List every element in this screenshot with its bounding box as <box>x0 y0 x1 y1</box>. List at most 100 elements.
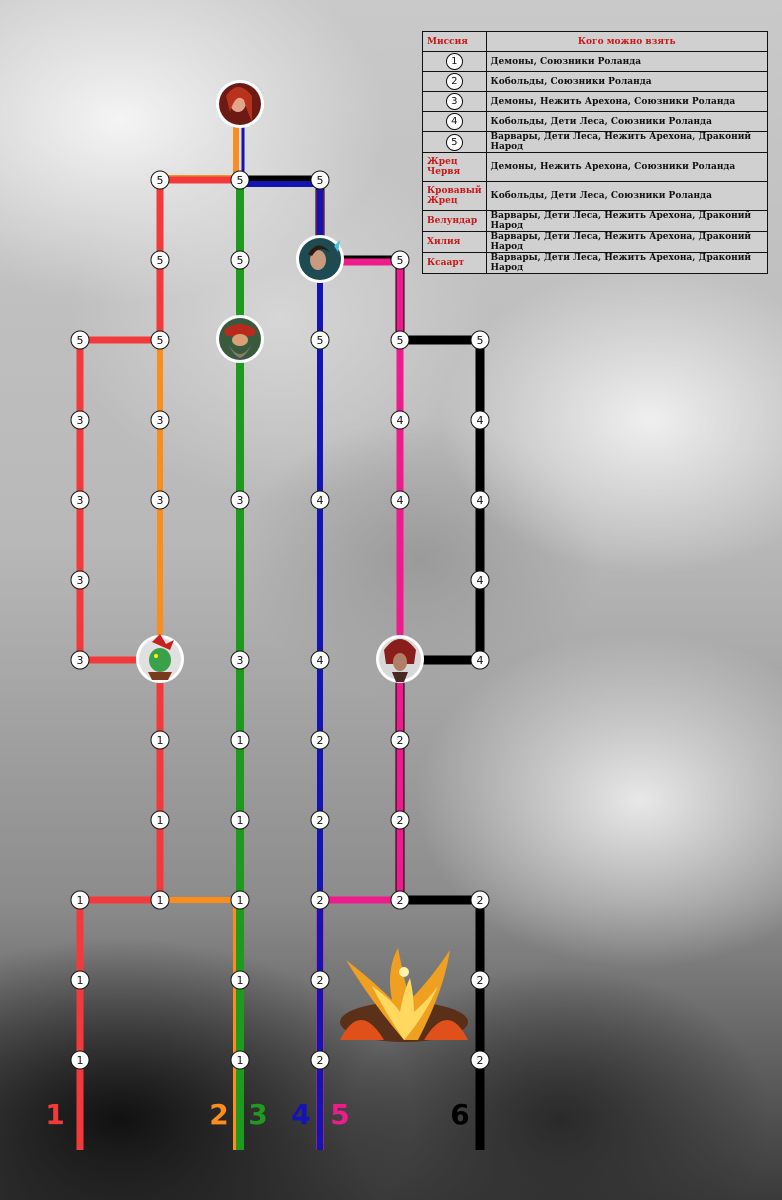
mission-node[interactable]: 1 <box>71 1051 89 1069</box>
route-4-label: 4 <box>291 1098 310 1131</box>
table-row: Велундар Варвары, Дети Леса, Нежить Арех… <box>423 211 768 232</box>
mission-node[interactable]: 3 <box>71 491 89 509</box>
mission-node[interactable]: 1 <box>231 811 249 829</box>
mission-node-label: 3 <box>77 494 84 507</box>
mission-node[interactable]: 2 <box>311 731 329 749</box>
table-header: Миссия Кого можно взять <box>423 32 768 52</box>
row-desc: Демоны, Союзники Роланда <box>486 52 767 72</box>
mission-node-label: 1 <box>237 894 244 907</box>
mission-nodes: 5 5 5 5 5 5 5 5 5 5 5 3 3 4 4 3 3 3 4 4 4 3 4 3 3 4 4 1 1 2 2 1 1 2 2 1 1 1 2 2… <box>71 171 489 1069</box>
route-labels: 1 2 3 4 5 6 <box>45 1098 469 1131</box>
mission-node-label: 2 <box>317 734 324 747</box>
row-name: Жрец Червя <box>423 153 487 182</box>
mission-node-label: 1 <box>237 1054 244 1067</box>
mission-node[interactable]: 1 <box>231 1051 249 1069</box>
mission-node-label: 3 <box>237 654 244 667</box>
mission-node[interactable]: 2 <box>311 971 329 989</box>
mission-node[interactable]: 2 <box>311 891 329 909</box>
mission-node-label: 1 <box>77 974 84 987</box>
mission-node-label: 4 <box>477 654 484 667</box>
dark-haired-hero-portrait[interactable] <box>296 235 344 283</box>
route-5-label: 5 <box>330 1098 349 1131</box>
mission-node[interactable]: 1 <box>71 971 89 989</box>
mission-node[interactable]: 5 <box>311 331 329 349</box>
mission-node[interactable]: 5 <box>231 171 249 189</box>
mission-node-label: 5 <box>237 254 244 267</box>
mission-node-label: 2 <box>477 1054 484 1067</box>
mission-node[interactable]: 2 <box>471 891 489 909</box>
mission-node[interactable]: 3 <box>151 411 169 429</box>
mission-node[interactable]: 2 <box>391 811 409 829</box>
mission-node[interactable]: 2 <box>311 811 329 829</box>
mission-legend-table: Миссия Кого можно взять 1 Демоны, Союзни… <box>422 31 768 274</box>
table-row: 2 Кобольды, Союзники Роланда <box>423 72 768 92</box>
mission-node-label: 5 <box>317 174 324 187</box>
row-desc: Кобольды, Дети Леса, Союзники Роланда <box>486 182 767 211</box>
red-haired-heroine-portrait[interactable] <box>216 80 264 128</box>
table-row: 3 Демоны, Нежить Арехона, Союзники Ролан… <box>423 92 768 112</box>
mission-node[interactable]: 5 <box>151 331 169 349</box>
mission-node[interactable]: 5 <box>471 331 489 349</box>
row-name: Хилия <box>423 232 487 253</box>
mission-node-label: 5 <box>157 334 164 347</box>
mission-node[interactable]: 4 <box>471 571 489 589</box>
mission-node[interactable]: 5 <box>391 331 409 349</box>
mission-node-label: 4 <box>477 414 484 427</box>
mission-node-label: 1 <box>157 734 164 747</box>
mission-node[interactable]: 3 <box>231 491 249 509</box>
table-row: Хилия Варвары, Дети Леса, Нежить Арехона… <box>423 232 768 253</box>
mission-node[interactable]: 4 <box>311 491 329 509</box>
mission-node[interactable]: 1 <box>151 811 169 829</box>
mission-node[interactable]: 1 <box>71 891 89 909</box>
mission-node[interactable]: 4 <box>391 411 409 429</box>
mission-node[interactable]: 1 <box>231 971 249 989</box>
mission-node-label: 1 <box>77 1054 84 1067</box>
row-desc: Демоны, Нежить Арехона, Союзники Роланда <box>486 92 767 112</box>
table-row: Ксаарт Варвары, Дети Леса, Нежить Арехон… <box>423 253 768 274</box>
route-3-label: 3 <box>248 1098 267 1131</box>
mission-node[interactable]: 5 <box>151 251 169 269</box>
mission-node[interactable]: 5 <box>311 171 329 189</box>
mission-node-label: 2 <box>317 974 324 987</box>
mission-node[interactable]: 4 <box>391 491 409 509</box>
mission-node[interactable]: 3 <box>231 651 249 669</box>
route-2-label: 2 <box>209 1098 228 1131</box>
mission-node[interactable]: 1 <box>231 891 249 909</box>
mission-node[interactable]: 1 <box>231 731 249 749</box>
lizard-warrior-portrait[interactable] <box>136 634 184 683</box>
mission-node-label: 2 <box>317 1054 324 1067</box>
mission-node[interactable]: 2 <box>471 971 489 989</box>
mission-node[interactable]: 1 <box>151 731 169 749</box>
mission-node-label: 2 <box>397 894 404 907</box>
mission-node[interactable]: 4 <box>471 411 489 429</box>
mission-node-label: 2 <box>477 894 484 907</box>
mission-number: 5 <box>446 134 463 151</box>
mission-node[interactable]: 2 <box>311 1051 329 1069</box>
mission-node[interactable]: 4 <box>471 491 489 509</box>
mission-node[interactable]: 4 <box>311 651 329 669</box>
row-desc: Варвары, Дети Леса, Нежить Арехона, Драк… <box>486 253 767 274</box>
mission-node[interactable]: 4 <box>471 651 489 669</box>
row-name: Велундар <box>423 211 487 232</box>
mission-node[interactable]: 5 <box>231 251 249 269</box>
mission-node[interactable]: 2 <box>391 891 409 909</box>
mission-node[interactable]: 2 <box>471 1051 489 1069</box>
mission-node[interactable]: 3 <box>71 651 89 669</box>
mission-node[interactable]: 3 <box>151 491 169 509</box>
dwarf-warrior-portrait[interactable] <box>216 315 264 363</box>
mission-node-label: 4 <box>397 414 404 427</box>
tribal-shaman-portrait[interactable] <box>376 635 424 683</box>
mission-node[interactable]: 3 <box>71 411 89 429</box>
mission-node-label: 5 <box>397 334 404 347</box>
header-mission: Миссия <box>423 32 487 52</box>
row-desc: Демоны, Нежить Арехона, Союзники Роланда <box>486 153 767 182</box>
row-name: Ксаарт <box>423 253 487 274</box>
mission-number: 2 <box>446 73 463 90</box>
mission-node[interactable]: 5 <box>391 251 409 269</box>
mission-node[interactable]: 5 <box>151 171 169 189</box>
mission-node[interactable]: 1 <box>151 891 169 909</box>
mission-node[interactable]: 5 <box>71 331 89 349</box>
mission-node-label: 3 <box>77 574 84 587</box>
mission-node[interactable]: 3 <box>71 571 89 589</box>
mission-node[interactable]: 2 <box>391 731 409 749</box>
